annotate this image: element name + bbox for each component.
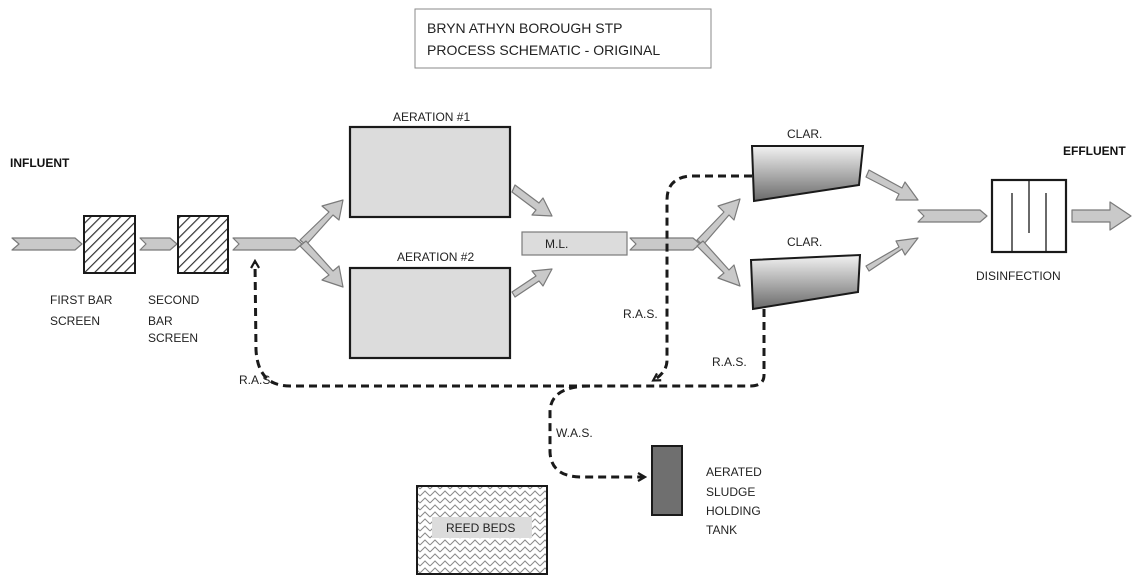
clarifier-lower-outlet-arrow [865, 237, 919, 272]
was-line [548, 384, 644, 477]
clarifier-lower-label: CLAR. [787, 235, 822, 249]
ras-lower-label: R.A.S. [712, 355, 747, 369]
clarifier-lower-feed-arrow [696, 240, 741, 287]
title-line-2: PROCESS SCHEMATIC - ORIGINAL [427, 42, 660, 58]
aeration-1-feed-arrow [299, 199, 344, 246]
ras-lower-line [590, 309, 766, 388]
title-line-1: BRYN ATHYN BOROUGH STP [427, 20, 623, 36]
aeration-2-feed-arrow [299, 240, 344, 288]
clarifier-upper-outlet-arrow [865, 169, 919, 201]
aeration-1-label: AERATION #1 [393, 110, 470, 124]
aeration-tank-2 [348, 266, 512, 360]
aeration-2-label: AERATION #2 [397, 250, 474, 264]
influent-label: INFLUENT [10, 156, 70, 170]
screen-connector-arrow [139, 237, 178, 251]
mixed-liquor-label: M.L. [545, 237, 568, 251]
title-box: BRYN ATHYN BOROUGH STP PROCESS SCHEMATIC… [414, 8, 712, 69]
disinfection-feed-arrow [917, 209, 988, 223]
ras-return-line [255, 262, 590, 388]
first-bar-screen-label: FIRST BAR SCREEN [50, 293, 116, 328]
effluent-label: EFFLUENT [1063, 144, 1126, 158]
aeration-2-outlet-arrow [511, 268, 553, 298]
clarifier-upper-feed-arrow [696, 198, 741, 246]
mixed-liquor-box [521, 231, 628, 256]
disinfection-tank [990, 178, 1068, 254]
second-bar-screen [177, 215, 229, 274]
sludge-holding-tank-label: AERATED SLUDGE HOLDING TANK [706, 465, 765, 537]
sludge-holding-tank [651, 445, 683, 516]
first-bar-screen [83, 215, 136, 274]
ras-left-label: R.A.S. [239, 373, 274, 387]
ml-to-splitter-arrow [629, 237, 701, 251]
ras-upper-label: R.A.S. [623, 307, 658, 321]
reed-beds-label-bg [432, 517, 532, 538]
disinfection-label: DISINFECTION [976, 269, 1061, 283]
aeration-tank-1 [348, 125, 512, 219]
ras-upper-line [654, 174, 752, 380]
clarifier-upper-label: CLAR. [787, 127, 822, 141]
influent-arrow [11, 237, 83, 251]
reed-beds-label: REED BEDS [446, 521, 515, 535]
clarifier-upper [750, 145, 865, 203]
second-bar-screen-label: SECOND BAR SCREEN [148, 293, 203, 345]
was-label: W.A.S. [556, 426, 593, 440]
clarifier-lower [749, 253, 862, 311]
aeration-1-outlet-arrow [511, 184, 553, 217]
splitter-arrow-left [232, 237, 303, 251]
effluent-arrow [1071, 201, 1132, 231]
